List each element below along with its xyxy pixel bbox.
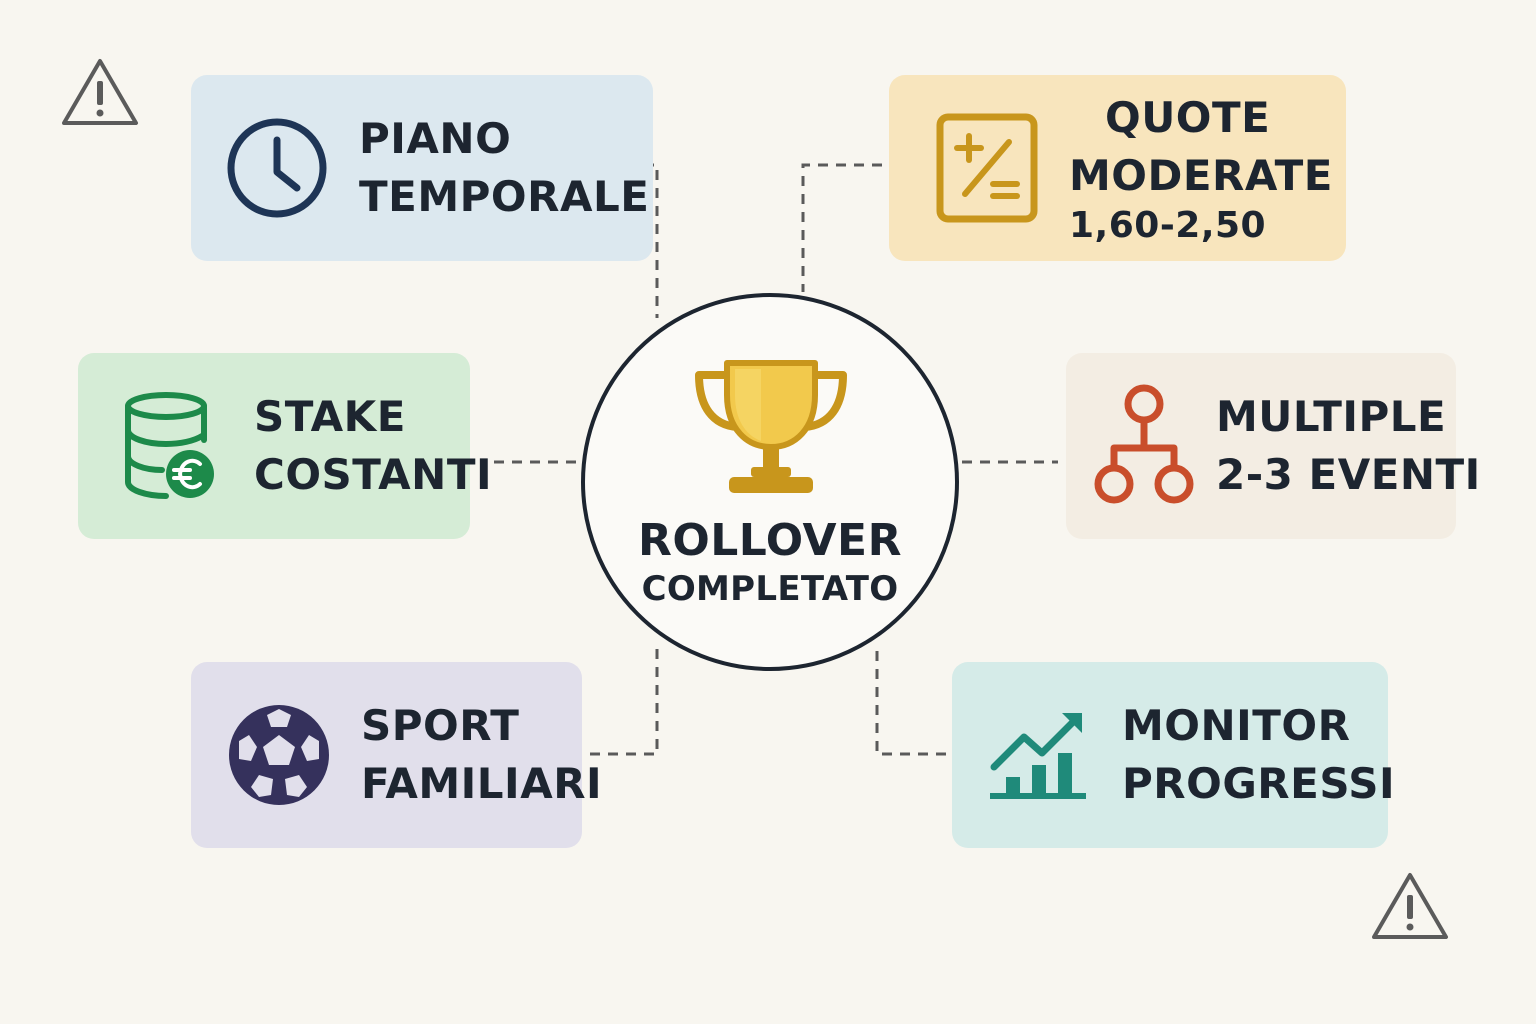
trophy-icon	[691, 355, 851, 509]
card-piano-temporale: PIANO TEMPORALE	[191, 75, 653, 261]
card-label-line2: PROGRESSI	[1122, 759, 1396, 808]
center-subtitle: COMPLETATO	[641, 569, 899, 609]
connector-quote	[801, 163, 882, 292]
card-label-line2: MODERATE	[1069, 151, 1333, 200]
coin-stack-euro-icon	[124, 390, 220, 502]
warning-icon	[62, 59, 138, 125]
card-label-line1: SPORT	[361, 701, 520, 750]
card-label-line2: COSTANTI	[254, 450, 493, 499]
card-label-line2: 2-3 EVENTI	[1216, 450, 1481, 499]
growth-chart-icon	[988, 707, 1090, 803]
card-quote-moderate: QUOTE MODERATE 1,60-2,50	[889, 75, 1346, 261]
card-sport-familiari: SPORT FAMILIARI	[191, 662, 602, 848]
network-icon	[1092, 384, 1196, 508]
card-label-line1: PIANO	[359, 114, 512, 163]
card-multiple: MULTIPLE 2-3 EVENTI	[1066, 353, 1480, 539]
card-label-line2: FAMILIARI	[361, 759, 603, 808]
card-label-line1: MULTIPLE	[1216, 392, 1447, 441]
card-label-line1: QUOTE	[1105, 93, 1271, 142]
card-monitor-progressi: MONITOR PROGRESSI	[952, 662, 1395, 848]
card-stake-costanti: STAKE COSTANTI	[78, 353, 492, 539]
connector-sport	[590, 645, 659, 756]
warning-icon	[1372, 873, 1448, 939]
center-goal-circle: ROLLOVER COMPLETATO	[581, 293, 959, 671]
clock-icon	[225, 116, 329, 220]
soccer-ball-icon	[225, 701, 333, 809]
card-odds-range: 1,60-2,50	[1069, 205, 1267, 246]
connector-monitor	[875, 645, 946, 756]
card-label-line1: STAKE	[254, 392, 406, 441]
center-title: ROLLOVER	[637, 515, 902, 566]
card-label-line2: TEMPORALE	[359, 172, 650, 221]
calculator-icon	[935, 112, 1039, 224]
card-label-line1: MONITOR	[1122, 701, 1351, 750]
